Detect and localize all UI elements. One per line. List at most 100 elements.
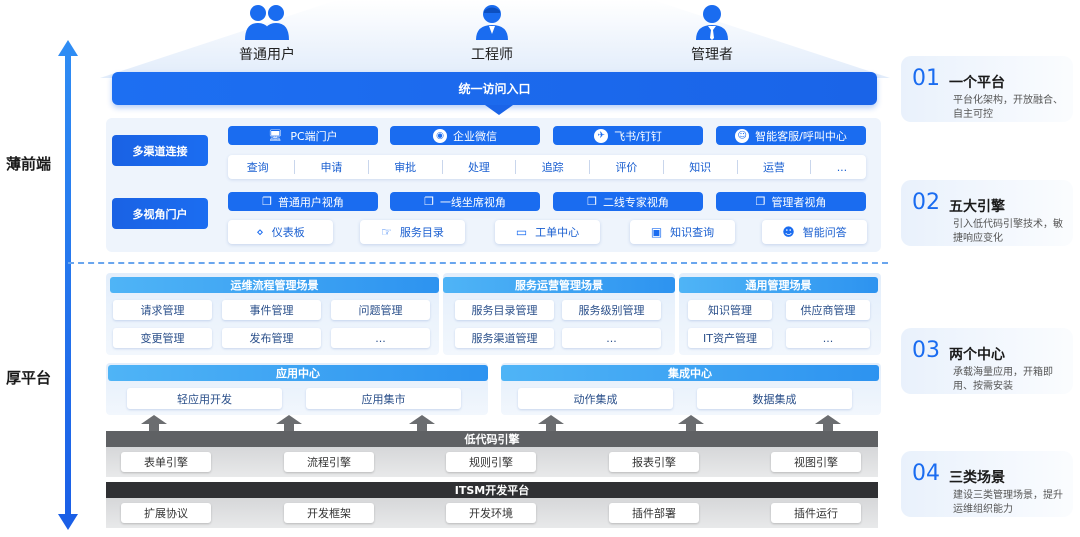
user-regular: 普通用户 — [222, 4, 312, 64]
scene-item-it-asset[interactable]: IT资产管理 — [688, 328, 772, 348]
itsm-plugin-run[interactable]: 插件运行 — [771, 503, 861, 523]
channel-feishu[interactable]: ✈ 飞书/钉钉 — [553, 126, 703, 145]
scene-service-title: 服务运营管理场景 — [443, 277, 675, 293]
center-item-light-app[interactable]: 轻应用开发 — [127, 388, 282, 409]
user-engineer: 工程师 — [447, 4, 537, 64]
itsm-dev-framework[interactable]: 开发框架 — [284, 503, 374, 523]
center-item-action-integration[interactable]: 动作集成 — [518, 388, 673, 409]
action-knowledge[interactable]: 知识 — [689, 161, 712, 174]
integration-center-title: 集成中心 — [501, 365, 879, 381]
up-arrow-icon — [276, 415, 302, 433]
action-process[interactable]: 处理 — [467, 161, 490, 174]
action-approve[interactable]: 审批 — [394, 161, 417, 174]
itsm-extension-protocol[interactable]: 扩展协议 — [121, 503, 211, 523]
scene-item-ops-more[interactable]: ... — [331, 328, 430, 348]
engine-flow[interactable]: 流程引擎 — [284, 452, 374, 472]
engineer-icon — [476, 5, 508, 40]
engine-report[interactable]: 报表引擎 — [609, 452, 699, 472]
up-arrow-icon — [815, 415, 841, 433]
func-dashboard[interactable]: ⋄ 仪表板 — [228, 220, 333, 244]
user-regular-label: 普通用户 — [239, 47, 295, 63]
center-item-data-integration[interactable]: 数据集成 — [697, 388, 852, 409]
scene-item-incident[interactable]: 事件管理 — [222, 300, 321, 320]
lowcode-engine-title: 低代码引擎 — [106, 431, 878, 447]
action-operate[interactable]: 运营 — [762, 161, 785, 174]
catalog-icon: ☞ — [381, 225, 392, 239]
window-icon: ❐ — [587, 195, 597, 208]
engine-rule[interactable]: 规则引擎 — [446, 452, 536, 472]
window-icon: ❐ — [262, 195, 272, 208]
view-regular-user-label: 普通用户视角 — [277, 195, 344, 209]
feature-4-title: 三类场景 — [949, 470, 1005, 486]
up-arrow-icon — [409, 415, 435, 433]
layer-divider — [68, 262, 888, 264]
scene-ops-title: 运维流程管理场景 — [110, 277, 439, 293]
view-second-line[interactable]: ❐ 二线专家视角 — [553, 192, 703, 211]
scene-item-general-more[interactable]: ... — [786, 328, 870, 348]
scene-item-service-level[interactable]: 服务级别管理 — [562, 300, 661, 320]
engine-view[interactable]: 视图引擎 — [771, 452, 861, 472]
scene-item-knowledge[interactable]: 知识管理 — [688, 300, 772, 320]
channel-pc-portal[interactable]: 🖥 PC端门户 — [228, 126, 378, 145]
scene-item-change[interactable]: 变更管理 — [113, 328, 212, 348]
up-arrow-icon — [678, 415, 704, 433]
action-evaluate[interactable]: 评价 — [615, 161, 638, 174]
center-item-app-market[interactable]: 应用集市 — [306, 388, 461, 409]
feature-4-desc: 建设三类管理场景，提升运维组织能力 — [953, 490, 1063, 515]
scene-item-service-more[interactable]: ... — [562, 328, 661, 348]
view-manager[interactable]: ❐ 管理者视角 — [716, 192, 866, 211]
user-engineer-label: 工程师 — [471, 47, 513, 63]
itsm-plugin-deploy[interactable]: 插件部署 — [609, 503, 699, 523]
scene-item-supplier[interactable]: 供应商管理 — [786, 300, 870, 320]
action-apply[interactable]: 申请 — [320, 161, 343, 174]
view-regular-user[interactable]: ❐ 普通用户视角 — [228, 192, 378, 211]
view-manager-label: 管理者视角 — [771, 195, 827, 209]
feature-3-number: 03 — [912, 338, 940, 363]
wecom-icon: ◉ — [433, 128, 447, 143]
monitor-icon: 🖥 — [268, 129, 283, 142]
user-manager-label: 管理者 — [691, 47, 733, 63]
up-arrow-icon — [141, 415, 167, 433]
channel-actions-bar: 查询 申请 审批 处理 追踪 评价 知识 运营 ... — [228, 155, 866, 179]
itsm-dev-environment[interactable]: 开发环境 — [446, 503, 536, 523]
label-thick-platform: 厚平台 — [6, 369, 52, 387]
manager-icon — [696, 5, 728, 40]
window-icon: ❐ — [755, 195, 766, 208]
engine-form[interactable]: 表单引擎 — [121, 452, 211, 472]
ticket-icon: ▭ — [515, 225, 528, 239]
scene-item-problem[interactable]: 问题管理 — [331, 300, 430, 320]
scene-general-title: 通用管理场景 — [679, 277, 878, 293]
scene-item-request[interactable]: 请求管理 — [113, 300, 212, 320]
scene-item-service-channel[interactable]: 服务渠道管理 — [455, 328, 554, 348]
user-manager: 管理者 — [667, 4, 757, 64]
itsm-platform-title: ITSM开发平台 — [106, 482, 878, 498]
feature-2-title: 五大引擎 — [949, 199, 1005, 215]
channel-wecom-label: 企业微信 — [453, 129, 497, 143]
action-track[interactable]: 追踪 — [541, 161, 564, 174]
channel-wecom[interactable]: ◉ 企业微信 — [390, 126, 540, 145]
feature-3-title: 两个中心 — [949, 347, 1005, 363]
func-smart-qa[interactable]: ☻ 智能问答 — [762, 220, 867, 244]
robot-icon: ☻ — [782, 225, 795, 239]
func-ticket-center[interactable]: ▭ 工单中心 — [495, 220, 600, 244]
channel-feishu-label: 飞书/钉钉 — [614, 129, 662, 143]
feature-1-panel — [901, 56, 1073, 122]
feature-4-panel — [901, 451, 1073, 517]
func-dashboard-label: 仪表板 — [271, 226, 305, 239]
view-first-line[interactable]: ❐ 一线坐席视角 — [390, 192, 540, 211]
unified-entry-bar[interactable]: 统一访问入口 — [112, 72, 877, 105]
channel-helpdesk[interactable]: ☺ 智能客服/呼叫中心 — [716, 126, 866, 145]
scene-item-service-catalog[interactable]: 服务目录管理 — [455, 300, 554, 320]
entry-pointer — [485, 105, 513, 115]
func-ticket-center-label: 工单中心 — [535, 226, 580, 239]
action-more[interactable]: ... — [836, 160, 848, 174]
vertical-axis-arrow — [58, 40, 78, 530]
action-query[interactable]: 查询 — [246, 161, 269, 174]
feature-1-title: 一个平台 — [949, 75, 1005, 91]
feature-1-number: 01 — [912, 66, 940, 91]
func-service-catalog[interactable]: ☞ 服务目录 — [360, 220, 465, 244]
feature-4-number: 04 — [912, 461, 940, 486]
users-group-icon — [245, 5, 289, 40]
scene-item-release[interactable]: 发布管理 — [222, 328, 321, 348]
func-knowledge-query[interactable]: ▣ 知识查询 — [630, 220, 735, 244]
